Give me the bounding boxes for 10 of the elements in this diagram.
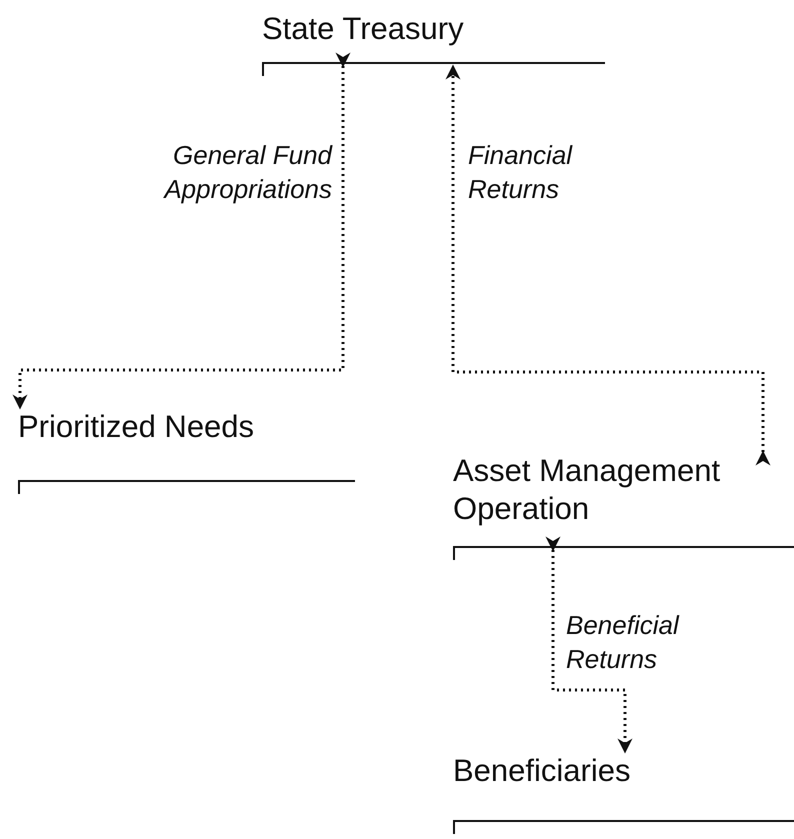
dotted-arrow <box>546 536 632 754</box>
dotted-arrow <box>12 52 350 410</box>
node-label: Asset Management Operation <box>453 452 722 528</box>
edge-label: General Fund Appropriations <box>164 139 332 206</box>
node-label: Prioritized Needs <box>18 408 256 446</box>
edge-label: Beneficial Returns <box>566 609 679 676</box>
edge-label: Financial Returns <box>468 139 572 206</box>
dotted-arrow <box>446 64 770 466</box>
node-label: State Treasury <box>262 10 465 48</box>
node-label: Beneficiaries <box>453 752 632 790</box>
